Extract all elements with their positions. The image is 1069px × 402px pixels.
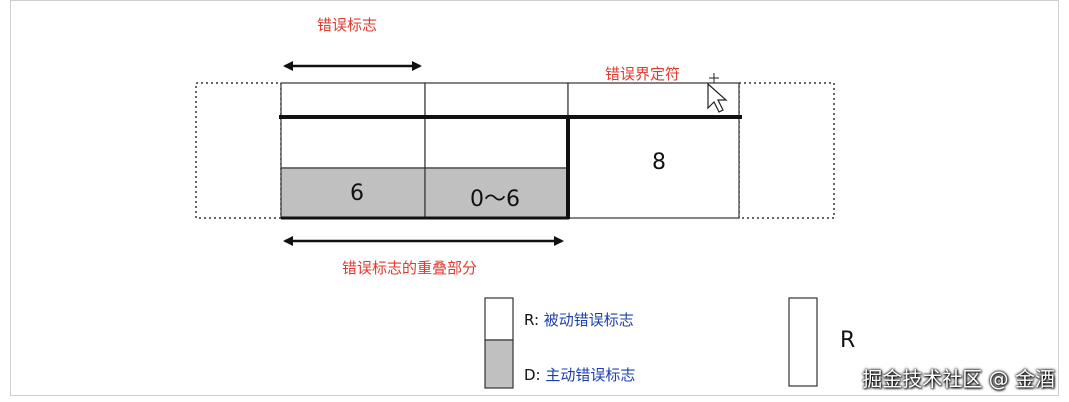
- error-flag-label: 错误标志: [317, 16, 378, 34]
- legend-recessive-label: R: [840, 328, 856, 353]
- cell-value-1: 6: [350, 181, 364, 206]
- legend-active-text: 主动错误标志: [545, 366, 636, 384]
- top-cell-1: [280, 82, 426, 118]
- cell-value-3: 8: [652, 150, 666, 175]
- legend-active: D: 主动错误标志: [524, 364, 635, 385]
- legend-passive-prefix: R:: [524, 311, 544, 329]
- dotted-left-region: [195, 82, 282, 219]
- top-cell-2: [424, 82, 569, 118]
- legend-recessive-box: [788, 297, 818, 387]
- cell-value-2: 0～6: [470, 187, 520, 212]
- bottom-cell-1-white: [280, 116, 426, 169]
- legend-passive: R: 被动错误标志: [524, 309, 634, 330]
- overlap-label: 错误标志的重叠部分: [342, 259, 478, 277]
- legend-passive-box: [484, 297, 514, 341]
- active-flag-cell-1: [280, 167, 426, 219]
- mouse-cursor-icon: [707, 73, 728, 113]
- bottom-cell-2-white: [424, 116, 569, 169]
- legend-active-box: [484, 339, 514, 389]
- legend-active-prefix: D:: [524, 366, 546, 384]
- error-delimiter-label: 错误界定符: [605, 65, 681, 83]
- watermark: 掘金技术社区 @ 金酒: [862, 367, 1055, 391]
- dotted-right-region: [738, 82, 835, 219]
- delimiter-cell: [567, 116, 740, 219]
- legend-passive-text: 被动错误标志: [543, 311, 634, 329]
